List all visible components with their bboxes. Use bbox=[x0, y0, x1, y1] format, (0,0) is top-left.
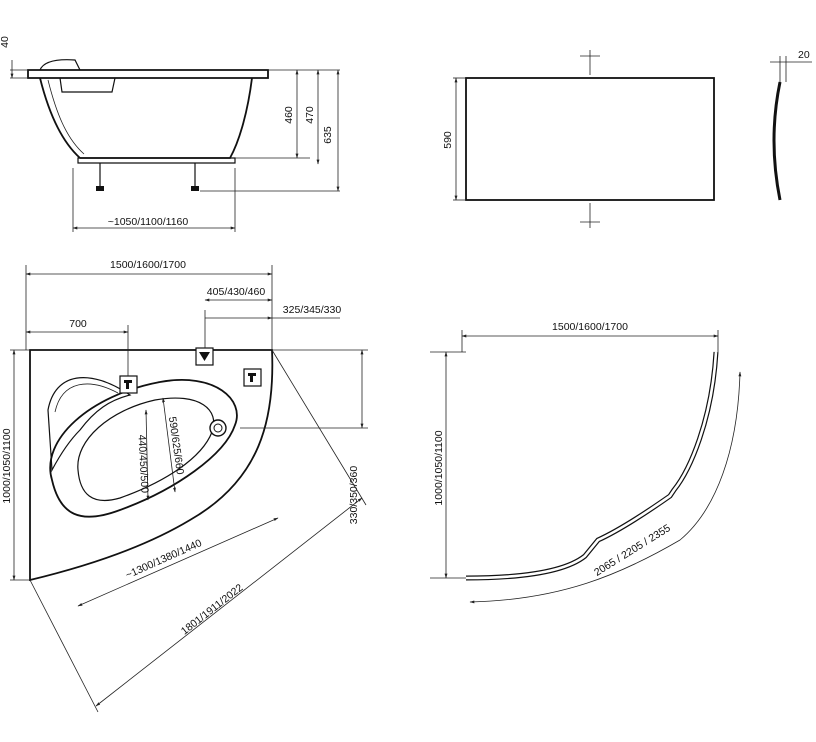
dim-rim-40: 40 bbox=[0, 36, 11, 48]
dim-tap-405: 405/430/460 bbox=[207, 286, 266, 298]
dim-panel-20: 20 bbox=[798, 49, 810, 61]
tub-leg bbox=[96, 163, 104, 191]
dim-height-470: 470 bbox=[304, 106, 316, 124]
top-view: 1500/1600/1700 405/430/460 325/345/330 7… bbox=[1, 259, 368, 713]
dim-length: 1500/1600/1700 bbox=[110, 259, 186, 271]
side-view: 40 460 470 635 ~1050/1100/1160 bbox=[0, 36, 340, 232]
tub-leg bbox=[191, 163, 199, 191]
drain-outlet-icon bbox=[195, 347, 214, 366]
dim-left-700: 700 bbox=[69, 318, 87, 330]
dim-side-330: 330/350/360 bbox=[348, 466, 360, 525]
front-panel-view: 590 bbox=[442, 50, 715, 228]
dim-inner-440: 440/450/500 bbox=[135, 434, 150, 493]
panel-section-view: 20 bbox=[770, 49, 812, 201]
panel-top-view: 1500/1600/1700 1000/1050/1100 2065 / 220… bbox=[430, 321, 742, 604]
dim-panel-length: 1500/1600/1700 bbox=[552, 321, 628, 333]
dim-height-635: 635 bbox=[322, 126, 334, 144]
dim-diagonal: 1801/1911/2022 bbox=[179, 582, 246, 638]
dim-height-460: 460 bbox=[283, 106, 295, 124]
dim-leg-span: ~1050/1100/1160 bbox=[108, 216, 189, 228]
dim-width-left: 1000/1050/1100 bbox=[1, 428, 13, 503]
faucet-icon bbox=[119, 375, 138, 394]
dim-panel-590: 590 bbox=[442, 131, 454, 149]
dim-panel-width: 1000/1050/1100 bbox=[433, 430, 445, 505]
dim-tap-325: 325/345/330 bbox=[283, 304, 342, 316]
dim-inner-1300: ~1300/1380/1440 bbox=[124, 537, 204, 581]
faucet-icon bbox=[243, 368, 262, 387]
